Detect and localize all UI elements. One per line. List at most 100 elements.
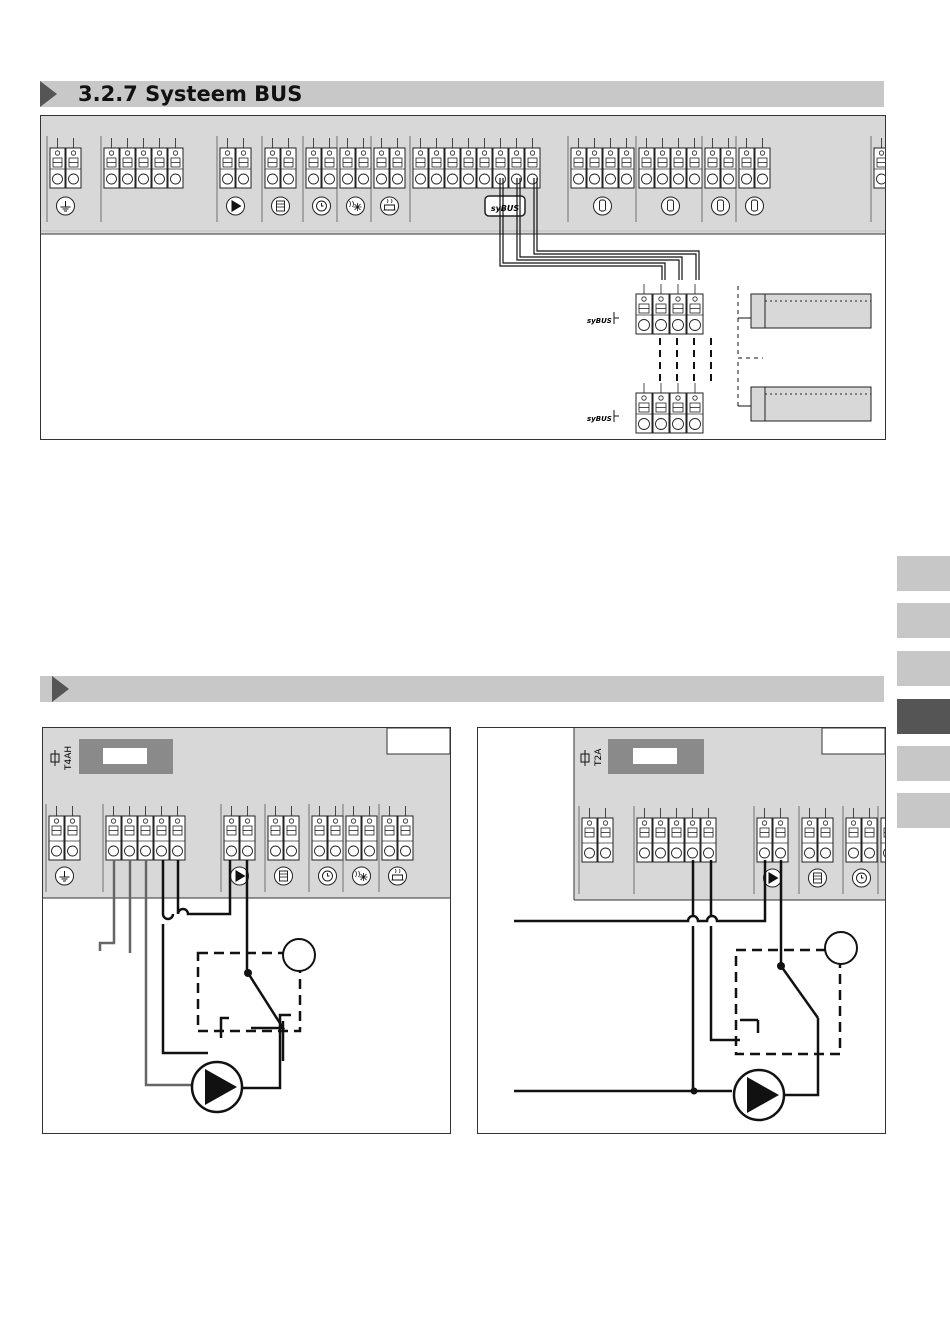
terminal — [170, 816, 185, 860]
terminal — [265, 148, 280, 188]
terminal — [104, 148, 119, 188]
sensor-icon — [594, 197, 612, 215]
terminal — [413, 148, 428, 188]
terminal — [653, 393, 669, 433]
pump-icon — [734, 1070, 784, 1120]
terminal — [445, 148, 460, 188]
terminal — [701, 818, 716, 862]
terminal — [802, 818, 817, 862]
terminal — [653, 818, 668, 862]
section-arrow-icon — [40, 81, 57, 107]
sybus-badge-icon: syBUS — [485, 196, 525, 216]
terminal — [670, 393, 686, 433]
terminal — [236, 148, 251, 188]
terminal — [773, 818, 788, 862]
side-tab-1 — [897, 556, 950, 591]
terminal — [152, 148, 167, 188]
terminal — [862, 818, 877, 862]
fuse-label: T4AH — [64, 746, 74, 771]
terminal — [122, 816, 137, 860]
ground-icon — [57, 197, 75, 215]
terminal — [136, 148, 151, 188]
terminal — [382, 816, 397, 860]
terminal — [582, 818, 597, 862]
terminal — [66, 148, 81, 188]
terminal — [362, 816, 377, 860]
side-tab-6 — [897, 793, 950, 828]
terminal — [685, 818, 700, 862]
section-title: 3.2.7 Systeem BUS — [78, 81, 302, 107]
terminal — [477, 148, 492, 188]
relay-box — [198, 953, 300, 1031]
terminal — [461, 148, 476, 188]
terminal — [687, 148, 702, 188]
pump-icon — [192, 1062, 242, 1112]
expansion-module-1 — [751, 294, 871, 328]
relay-coil-icon — [283, 939, 315, 971]
sybus-badge-label: syBUS — [491, 204, 520, 213]
terminal — [587, 148, 602, 188]
terminal — [637, 818, 652, 862]
terminal — [50, 148, 65, 188]
terminal — [322, 148, 337, 188]
terminal — [306, 148, 321, 188]
terminal — [65, 816, 80, 860]
terminal — [705, 148, 720, 188]
terminal — [653, 294, 669, 334]
heater-icon — [381, 197, 399, 215]
clock-icon — [853, 869, 871, 887]
terminal — [755, 148, 770, 188]
terminal — [328, 816, 343, 860]
terminal — [120, 148, 135, 188]
terminal — [224, 816, 239, 860]
terminal — [49, 816, 64, 860]
terminal — [220, 148, 235, 188]
terminal — [655, 148, 670, 188]
terminal — [268, 816, 283, 860]
sensor-icon — [712, 197, 730, 215]
terminal — [881, 818, 885, 862]
terminal — [106, 816, 121, 860]
terminal — [154, 816, 169, 860]
snow-icon — [347, 197, 365, 215]
terminal — [757, 818, 772, 862]
terminal — [168, 148, 183, 188]
bus-label-2: syBUS — [587, 415, 612, 423]
wiring-diagram-right: T2A — [477, 727, 886, 1134]
terminal — [356, 148, 371, 188]
terminal — [671, 148, 686, 188]
terminal — [818, 818, 833, 862]
relay-coil-icon — [825, 932, 857, 964]
tank-icon — [272, 197, 290, 215]
terminal — [398, 816, 413, 860]
terminal — [240, 816, 255, 860]
terminal — [281, 148, 296, 188]
heater-icon — [389, 867, 407, 885]
terminal — [636, 393, 652, 433]
terminal — [525, 148, 540, 188]
side-tab-5 — [897, 746, 950, 781]
terminal — [138, 816, 153, 860]
terminal — [390, 148, 405, 188]
fuse-label: T2A — [594, 748, 604, 767]
ground-icon — [56, 867, 74, 885]
bus-label-1: syBUS — [587, 317, 612, 325]
tank-icon — [275, 867, 293, 885]
expansion-module-2 — [751, 387, 871, 421]
terminal — [571, 148, 586, 188]
side-tab-3 — [897, 651, 950, 686]
terminal — [284, 816, 299, 860]
pump-icon — [227, 197, 245, 215]
section-header-bar-2 — [40, 676, 884, 702]
clock-icon — [319, 867, 337, 885]
terminal — [619, 148, 634, 188]
terminal — [687, 393, 703, 433]
side-tab-4 — [897, 699, 950, 734]
terminal — [687, 294, 703, 334]
terminal — [312, 816, 327, 860]
wiring-diagram-left: T4AH — [42, 727, 451, 1134]
section-arrow-icon-2 — [52, 676, 69, 702]
bus-dashed-links — [660, 338, 711, 384]
terminal — [669, 818, 684, 862]
terminal — [598, 818, 613, 862]
